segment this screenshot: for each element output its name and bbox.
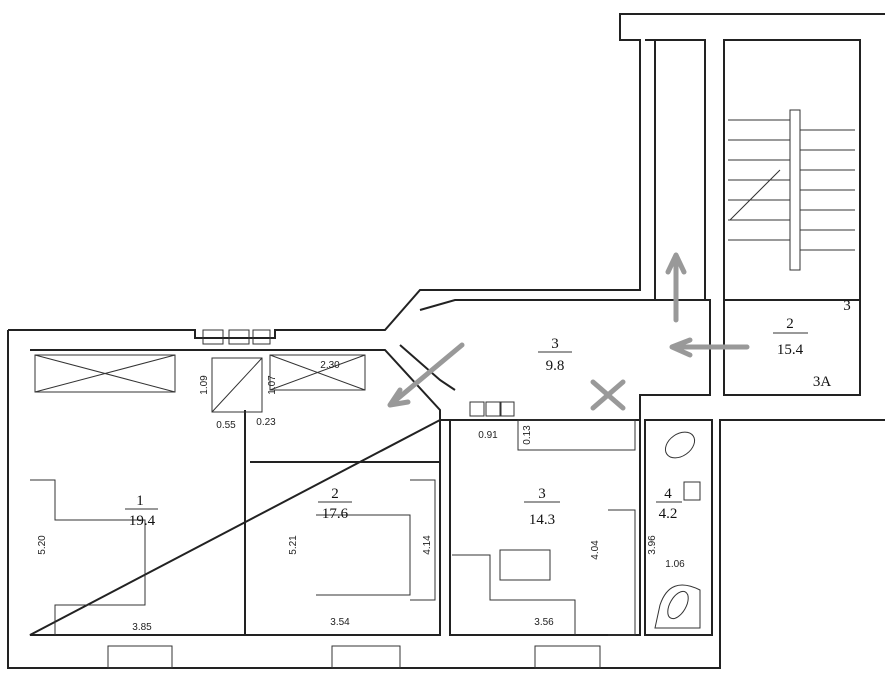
room-1-number: 1 xyxy=(136,493,144,509)
room-labels: 1 19.4 2 17.6 3 14.3 4 4.2 3 9.8 2 15.4 … xyxy=(125,298,851,529)
room-4-number: 4 xyxy=(664,486,672,502)
stairwell-area: 15.4 xyxy=(777,342,804,358)
dim-055: 0.55 xyxy=(216,420,236,431)
dim-404: 4.04 xyxy=(590,540,601,560)
dim-385: 3.85 xyxy=(132,622,152,633)
stairwell-label-3a: 3A xyxy=(813,374,832,390)
dim-414: 4.14 xyxy=(422,535,433,555)
dim-521: 5.21 xyxy=(288,535,299,555)
room-3-area: 14.3 xyxy=(529,512,555,528)
dim-354: 3.54 xyxy=(330,617,350,628)
dim-356: 3.56 xyxy=(534,617,554,628)
dim-023: 0.23 xyxy=(256,417,276,428)
arrow-down-left xyxy=(387,342,465,408)
room-2-area: 17.6 xyxy=(322,506,349,522)
hall-area: 9.8 xyxy=(546,358,565,374)
hall-number: 3 xyxy=(551,336,559,352)
dim-109: 1.09 xyxy=(199,375,210,395)
dim-013: 0.13 xyxy=(522,425,533,445)
dimension-labels: 3.85 3.54 3.56 5.20 5.21 4.14 4.04 3.96 … xyxy=(37,360,685,633)
dim-230: 2.30 xyxy=(320,360,340,371)
arrow-left xyxy=(669,337,750,358)
room-4-area: 4.2 xyxy=(659,506,678,522)
stairwell-label-3: 3 xyxy=(843,298,851,314)
room-3-number: 3 xyxy=(538,486,546,502)
dim-520: 5.20 xyxy=(37,535,48,555)
room-2-number: 2 xyxy=(331,486,339,502)
dim-091: 0.91 xyxy=(478,430,498,441)
route-arrows xyxy=(387,252,750,411)
dim-107: 1.07 xyxy=(267,375,278,395)
stairwell-number: 2 xyxy=(786,316,794,332)
x-mark-icon xyxy=(590,379,626,411)
dim-106: 1.06 xyxy=(665,559,685,570)
room-1-area: 19.4 xyxy=(129,513,156,529)
arrow-up xyxy=(665,252,687,323)
dim-396: 3.96 xyxy=(647,535,658,555)
walls xyxy=(7,13,885,669)
